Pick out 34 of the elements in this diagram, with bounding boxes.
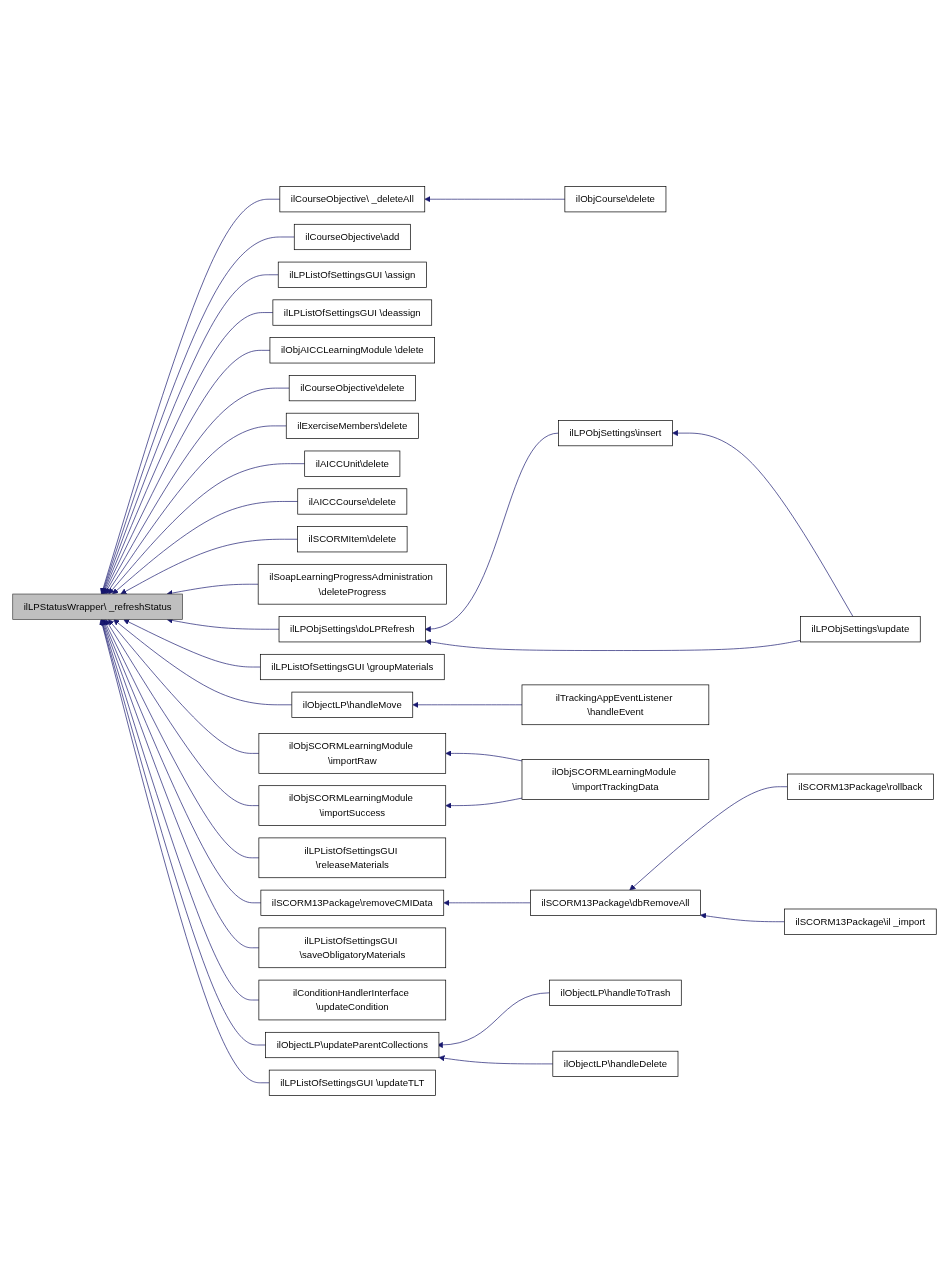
call-graph: ilLPStatusWrapper\ _refreshStatus ilCourseObjective\ _deleteAll ilObjCourse\delete ilCourseObjective\add ilLPListOfSettingsGUI \assign ilLPListOfSettingsGUI \deassign ilObjAICCLearningModule \delete ilCourseObjective\delete ilExerciseMembers\delete ilAICCUnit\delete ilAICCCourse\delete ilSCORMItem\delete ilSoapLearningProgressAdministration \deleteProgress ilLPObjSettings\doLPRefresh ilLPObjSettings\insert ilLPObjSettings\update ilLPListOfSettingsGUI \groupMaterials ilObjectLP\handleMove ilTrackingAppEventListener \handleEvent ilObjSCORMLearningModule \importRaw ilObjSCORMLearningModule \importTrackingData ilObjSCORMLearningModule \importSuccess ilLPListOfSettingsGUI \releaseMaterials ilSCORM13Package\removeCMIData ilSCORM13Package\dbRemoveAll ilSCORM13Package\rollback ilSCORM13Package\il _import ilLPListOfSettingsGUI \saveObligatoryMaterials ilConditionHandlerInterface \updateCondition ilObjectLP\updateParentCollections ilObjectLP\handleToTrash ilObjectLP\handleDelete ilLPListOfSettingsGUI \updateTLT (7, 180, 942, 1101)
node-box (257, 563, 447, 604)
node-box (549, 979, 682, 1006)
node-box (521, 684, 710, 725)
node-box (258, 837, 447, 878)
node-box (521, 758, 710, 800)
node-box (258, 979, 447, 1020)
node-box (277, 261, 427, 288)
node-box (288, 374, 416, 401)
node-box (269, 336, 435, 363)
node-box (260, 889, 445, 916)
node-box (258, 732, 447, 774)
node-box (787, 773, 934, 800)
node-box (800, 615, 921, 642)
node-box (558, 419, 673, 446)
node-box (278, 615, 426, 642)
node-box (564, 185, 667, 212)
node-box (260, 653, 445, 680)
node-box (297, 487, 408, 514)
node-box (258, 784, 447, 826)
node-box (272, 299, 433, 326)
node-box (285, 412, 419, 439)
node-box (12, 593, 183, 620)
node-box (258, 927, 447, 968)
node-box (265, 1031, 440, 1058)
node-box (291, 691, 414, 718)
node-box (293, 223, 411, 250)
node-box (297, 525, 408, 552)
node-box (279, 185, 426, 212)
node-box (784, 908, 937, 935)
node-box (552, 1050, 679, 1077)
node-box (530, 889, 701, 916)
node-box (268, 1069, 436, 1096)
node-box (304, 450, 401, 477)
